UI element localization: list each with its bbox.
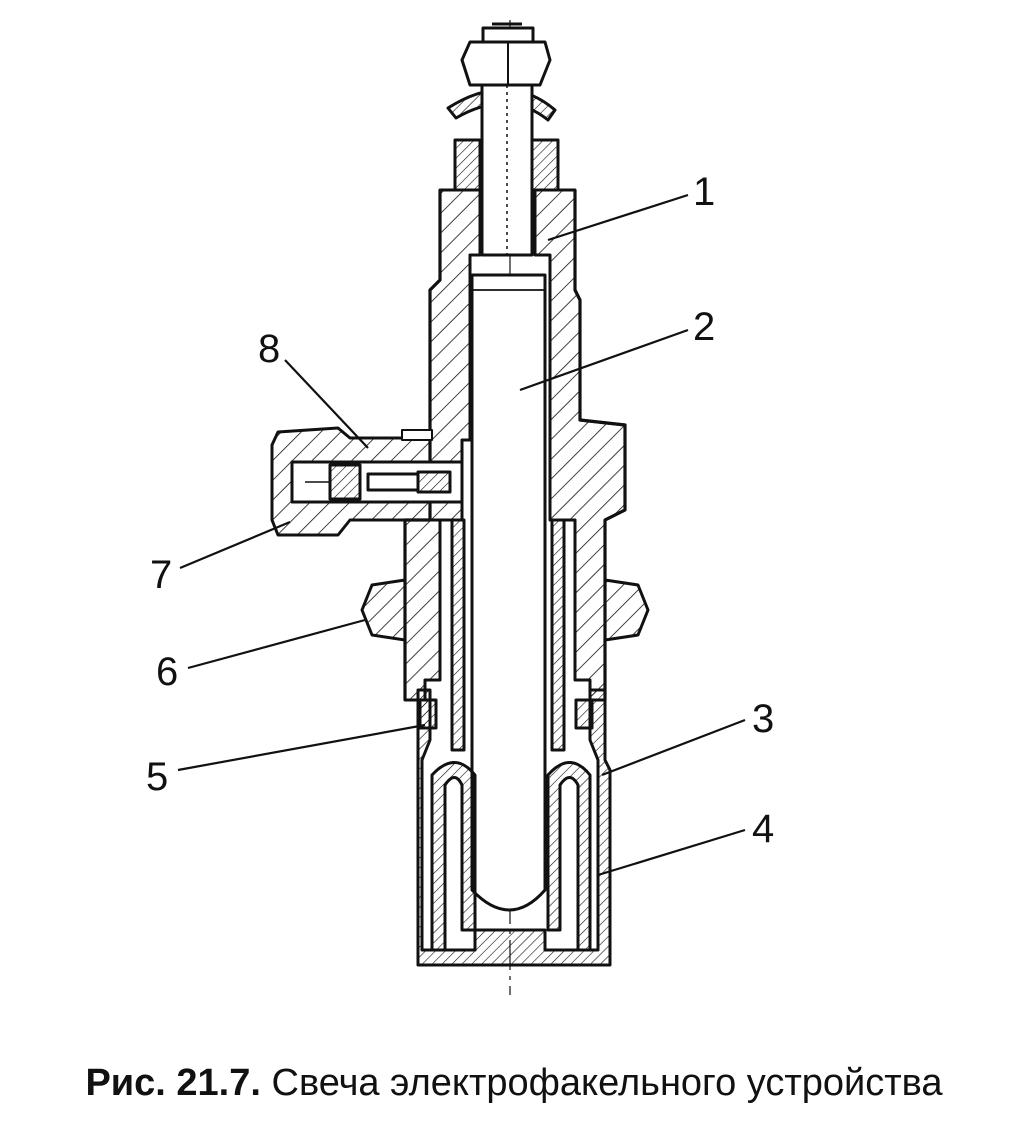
leader-4	[597, 828, 746, 877]
leader-1	[547, 193, 689, 242]
callout-5: 5	[146, 755, 168, 799]
figure-title: Свеча электрофакельного устройства	[260, 1062, 943, 1104]
leader-3	[601, 718, 746, 777]
insulator-right	[550, 518, 566, 752]
figure-caption: Рис. 21.7. Свеча электрофакельного устро…	[0, 1062, 1028, 1105]
leader-2	[519, 328, 689, 392]
leader-7	[179, 520, 291, 570]
swirler-right	[546, 761, 592, 952]
leader-lines	[177, 193, 746, 877]
callout-2: 2	[693, 305, 715, 349]
swirler-left	[430, 761, 477, 952]
housing-outline	[403, 190, 627, 700]
callout-3: 3	[752, 697, 774, 741]
callout-6: 6	[156, 650, 178, 694]
leader-5	[177, 723, 426, 772]
side-fitting	[270, 426, 464, 537]
leader-8	[284, 359, 369, 449]
top-nut	[460, 22, 552, 87]
central-electrode	[470, 253, 547, 912]
top-gland-right	[530, 138, 560, 192]
locknut-right	[603, 578, 650, 642]
insulator-left	[450, 518, 466, 752]
callout-7: 7	[150, 553, 172, 597]
top-gland	[453, 138, 482, 192]
callout-4: 4	[752, 807, 774, 851]
callout-1: 1	[693, 170, 715, 214]
spark-plug-cross-section: 1 2 3 4 5 6 7 8	[146, 20, 774, 995]
seal-left	[418, 698, 438, 730]
seal-right	[574, 698, 594, 730]
leader-6	[187, 618, 366, 670]
figure-number: Рис. 21.7.	[85, 1062, 261, 1104]
callout-8: 8	[258, 327, 280, 371]
threaded-rod	[480, 83, 534, 257]
locknut-left	[360, 578, 407, 642]
